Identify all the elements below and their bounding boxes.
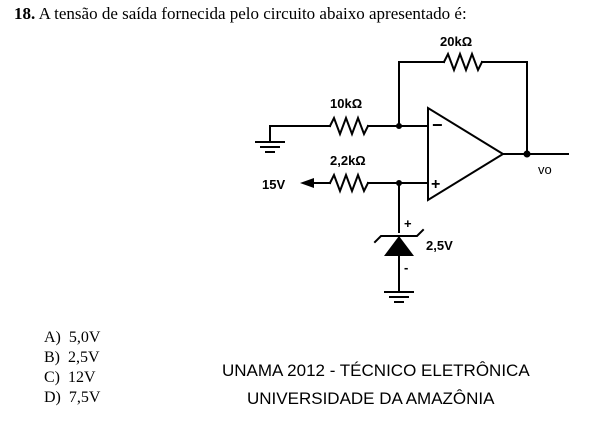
opamp-minus-sign: − <box>432 115 443 135</box>
option-b[interactable]: B) 2,5V <box>44 349 100 366</box>
label-r-source: 2,2kΩ <box>330 153 366 168</box>
label-r-input: 10kΩ <box>330 96 362 111</box>
label-zener-voltage: 2,5V <box>426 238 453 253</box>
label-output: vo <box>538 162 552 177</box>
zener-diode-triangle <box>384 236 414 256</box>
node-dot-plus <box>396 180 402 186</box>
node-dot-output <box>523 150 531 158</box>
question-number: 18. <box>14 4 36 23</box>
label-source-voltage: 15V <box>262 177 285 192</box>
source-line-1: UNAMA 2012 - TÉCNICO ELETRÔNICA <box>222 361 530 380</box>
source-line-2: UNIVERSIDADE DA AMAZÔNIA <box>247 389 495 408</box>
node-dot-minus <box>396 123 402 129</box>
resistor-20k <box>442 51 484 73</box>
option-c[interactable]: C) 12V <box>44 369 96 386</box>
question-statement: A tensão de saída fornecida pelo circuit… <box>38 4 467 23</box>
resistor-10k <box>328 115 370 137</box>
option-d[interactable]: D) 7,5V <box>44 389 101 406</box>
resistor-2k2 <box>328 172 370 194</box>
opamp-triangle <box>427 106 505 202</box>
opamp-plus-sign: + <box>431 176 440 193</box>
zener-plus-sign: + <box>404 216 412 231</box>
zener-minus-sign: - <box>404 260 408 275</box>
option-a[interactable]: A) 5,0V <box>44 329 101 346</box>
source-arrow-icon <box>300 178 314 188</box>
question-text: 18. A tensão de saída fornecida pelo cir… <box>14 4 467 24</box>
label-r-feedback: 20kΩ <box>440 34 472 49</box>
answer-options: A) 5,0V B) 2,5V C) 12V D) 7,5V <box>44 328 100 408</box>
